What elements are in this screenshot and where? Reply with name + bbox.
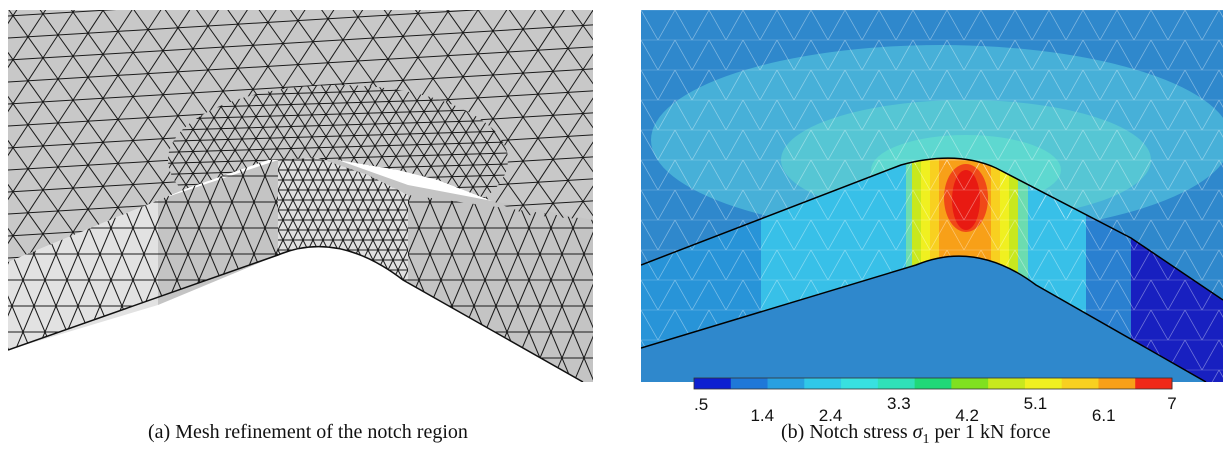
colorbar-tick-label: 4.2 [955, 406, 979, 425]
colorbar-swatch [804, 378, 842, 389]
colorbar-frame [693, 377, 1173, 390]
colorbar: .5 1.4 2.4 3.3 4.2 5.1 6.1 7 [693, 377, 1177, 425]
colorbar-swatch [767, 378, 805, 389]
colorbar-swatch [730, 378, 769, 389]
colorbar-tick-label: 5.1 [1024, 394, 1048, 413]
colorbar-tick-label: 7 [1167, 394, 1176, 413]
colorbar-swatch [1024, 378, 1063, 389]
mesh-front-face-notch [158, 160, 593, 382]
colorbar-tick-label: 3.3 [887, 394, 911, 413]
mesh-figure [8, 10, 593, 382]
colorbar-swatch [988, 378, 1026, 389]
caption-b-suffix: per 1 kN force [934, 421, 1051, 443]
colorbar-swatch [841, 378, 879, 389]
stress-figure: .5 1.4 2.4 3.3 4.2 5.1 6.1 7 [641, 10, 1223, 425]
caption-a: (a) Mesh refinement of the notch region [148, 421, 468, 443]
stress-bottom-edge [641, 255, 1207, 382]
colorbar-swatch [1135, 378, 1173, 389]
colorbar-tick-label: 1.4 [750, 406, 774, 425]
mesh-outline [8, 245, 584, 382]
mesh-drawing [8, 10, 593, 382]
stress-top-edge [641, 157, 1223, 301]
colorbar-tick-label: 2.4 [819, 406, 843, 425]
caption-b-subscript: 1 [922, 432, 930, 447]
caption-b: (b) Notch stress σ1 per 1 kN force [781, 421, 1051, 448]
colorbar-tick-label: 6.1 [1092, 406, 1116, 425]
colorbar-tick-label: .5 [694, 395, 708, 414]
stress-drawing [641, 10, 1223, 382]
colorbar-swatch [914, 378, 952, 389]
colorbar-swatch [694, 378, 732, 389]
colorbar-swatch [1061, 378, 1099, 389]
caption-b-prefix: (b) Notch stress [781, 421, 908, 443]
mesh-front-face-left [8, 200, 158, 350]
caption-b-symbol: σ [912, 421, 923, 443]
colorbar-swatch [951, 378, 989, 389]
colorbar-swatch [1098, 378, 1136, 389]
colorbar-swatch [877, 378, 916, 389]
